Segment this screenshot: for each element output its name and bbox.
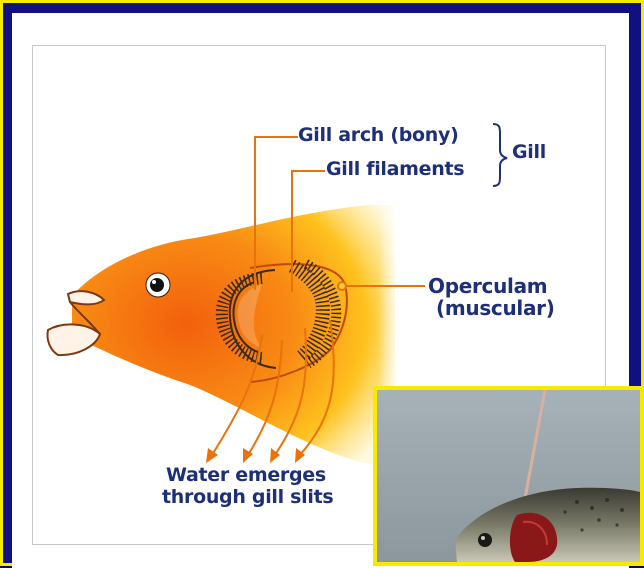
label-gill-arch: Gill arch (bony)	[298, 124, 458, 146]
label-water-emerges: Water emerges	[166, 464, 326, 486]
label-operculam: Operculam	[428, 274, 547, 298]
trout-gill-photo	[373, 386, 644, 566]
trout-eye	[478, 533, 492, 547]
arrowheads	[206, 448, 305, 463]
gill-brace	[493, 124, 507, 186]
label-gill-filaments: Gill filaments	[326, 158, 464, 180]
label-gill: Gill	[512, 141, 546, 163]
label-operculam-muscular: (muscular)	[436, 296, 555, 320]
fish-lower-lip	[47, 324, 100, 355]
trout-photo-image	[377, 390, 640, 562]
label-through-gill-slits: through gill slits	[162, 486, 333, 508]
